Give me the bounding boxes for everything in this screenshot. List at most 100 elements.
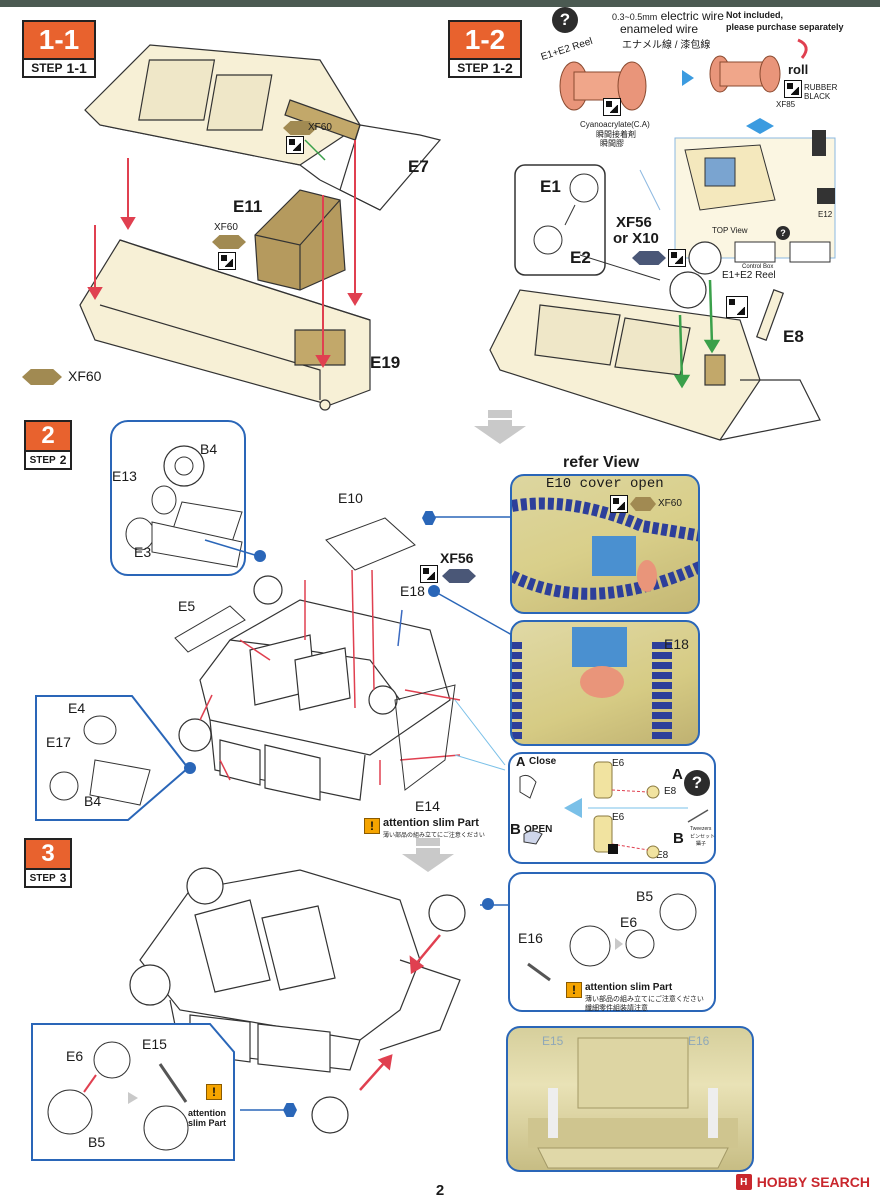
part-e2: E2 — [570, 248, 591, 267]
refer-photo-e18 — [510, 620, 700, 746]
xf56-swatch — [442, 569, 476, 583]
glue-icon — [603, 98, 621, 116]
paint-icon — [668, 249, 686, 267]
part-e11: E11 — [233, 197, 263, 216]
photo-track — [512, 627, 672, 742]
tweezers-label: Tweezers — [690, 826, 712, 832]
question-icon: ? — [552, 7, 578, 33]
b-open: OPEN — [524, 824, 553, 835]
attention-slim-part: attention slim Part — [585, 982, 673, 993]
part-e10: E10 — [338, 490, 363, 506]
part-b4-bottom: B4 — [84, 793, 102, 809]
b5-e6-e16-callout — [508, 872, 716, 1012]
part-e6-a: E6 — [612, 758, 625, 769]
callout-connector — [283, 1103, 297, 1117]
callout-connector — [184, 762, 196, 774]
black-label: BLACK — [804, 92, 831, 101]
part-b5: B5 — [636, 888, 654, 904]
down-arrow — [402, 838, 454, 872]
wheel-illustration — [527, 893, 697, 982]
step-number: 1-1 — [22, 20, 96, 60]
part-e1: E1 — [540, 177, 561, 196]
part-e8: E8 — [783, 327, 804, 346]
page-number: 2 — [435, 1182, 445, 1199]
warning-icon: ! — [206, 1084, 222, 1100]
question-icon: ? — [684, 770, 710, 796]
step-2-hull-illustration — [160, 516, 513, 801]
xf60-swatch — [630, 497, 656, 511]
down-arrow — [474, 410, 526, 444]
attention-slim-part: attention slim Part — [383, 817, 479, 829]
part-e8-a: E8 — [664, 786, 677, 797]
paint-icon — [420, 565, 438, 583]
xf85-label: XF85 — [776, 100, 796, 109]
brand-icon: H — [735, 1174, 752, 1190]
part-e6: E6 — [620, 914, 638, 930]
glue-en: Cyanoacrylate(C.A) — [580, 120, 650, 129]
cover-open-label: E10 cover open — [546, 476, 664, 492]
photo-track — [512, 497, 698, 600]
part-e4: E4 — [68, 700, 86, 716]
b5-e6-e15-inset — [31, 1023, 235, 1161]
part-e15: E15 — [142, 1036, 167, 1052]
question-icon: ? — [776, 226, 790, 240]
brand-text: HOBBY SEARCH — [756, 1174, 870, 1190]
part-e16: E16 — [518, 930, 543, 946]
part-e6-b: E6 — [612, 812, 625, 823]
step-3-hull-illustration — [129, 867, 510, 1134]
part-e13: E13 — [112, 468, 137, 484]
warning-icon: ! — [566, 982, 582, 998]
b-letter: B — [510, 821, 521, 838]
xf56-swatch — [632, 251, 666, 265]
tweezers-jp: ピンセット — [690, 834, 716, 840]
roll-label: roll — [788, 62, 809, 77]
wire-spec: 0.3~0.5mm electric wire — [612, 9, 724, 23]
photo-e15: E15 — [542, 1034, 564, 1048]
step-number: 2 — [24, 420, 72, 452]
attention-cn: 纖細零件組裝請注意 — [585, 1005, 648, 1012]
e6-e8-illustration — [519, 761, 709, 859]
a-letter-right: A — [672, 766, 683, 783]
b-letter-right: B — [673, 830, 684, 847]
part-e14: E14 — [415, 798, 440, 814]
sprocket-inset-bottom — [35, 695, 190, 821]
attention-left-1: attention — [188, 1108, 226, 1118]
part-e6-left: E6 — [66, 1048, 84, 1064]
part-b4-top: B4 — [200, 441, 218, 457]
xf60-swatch-a — [283, 121, 317, 135]
xf60-legend-swatch — [22, 369, 62, 385]
xf56-label: XF56 — [616, 214, 652, 231]
xf60-swatch-b — [212, 235, 246, 249]
step-number: 1-2 — [448, 20, 522, 60]
paint-icon — [286, 136, 304, 154]
part-xf56: XF56 — [440, 550, 474, 566]
control-box-label: Control Box — [742, 264, 774, 270]
or-x10-label: or X10 — [613, 230, 659, 247]
glue-jp2: 瞬間膠 — [600, 139, 624, 148]
e12-label: E12 — [818, 210, 833, 219]
step-3-reference-photo — [506, 1026, 754, 1172]
step-1-1-illustration — [79, 44, 442, 411]
xf60-label-b: XF60 — [214, 222, 238, 233]
refer-photo-cover-open — [510, 474, 700, 614]
sprocket-inset-top — [110, 420, 246, 576]
part-e5: E5 — [178, 598, 196, 614]
sprocket-top-illustration — [125, 445, 243, 568]
callout-connector — [482, 898, 494, 910]
wire-line2: enameled wire — [620, 22, 699, 36]
part-e18: E18 — [400, 583, 425, 599]
part-b5-left: B5 — [88, 1134, 106, 1150]
rubber-label: RUBBER — [804, 83, 838, 92]
refer-view-title: refer View — [563, 454, 640, 471]
part-e7: E7 — [408, 157, 429, 176]
xf60-legend-label: XF60 — [68, 368, 102, 384]
part-e8-b: E8 — [656, 850, 669, 861]
attention-jp: 薄い部品の組み立てにご注意ください — [585, 996, 704, 1003]
